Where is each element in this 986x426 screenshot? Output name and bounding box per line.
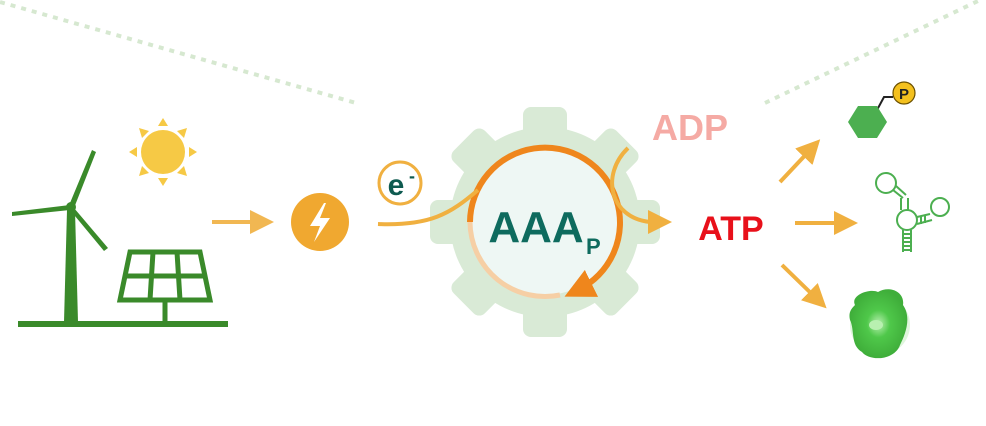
center-subscript: P bbox=[586, 234, 601, 259]
enzyme-core bbox=[472, 149, 618, 295]
center-label: AAA bbox=[488, 203, 583, 252]
adp-label: ADP bbox=[652, 107, 728, 148]
dotted-line-right bbox=[764, 0, 981, 105]
phosphorylated-molecule-icon: P bbox=[848, 81, 916, 138]
electron-badge: e - bbox=[377, 160, 423, 206]
electron-label: e bbox=[388, 169, 405, 202]
ground-line bbox=[18, 321, 228, 327]
arrow-to-protein bbox=[780, 263, 827, 309]
cycle-arrow-fade bbox=[467, 221, 561, 300]
sun-icon bbox=[129, 118, 197, 186]
protein-icon bbox=[849, 289, 910, 359]
rna-structure-icon bbox=[875, 172, 950, 252]
phosphate-label: P bbox=[899, 86, 909, 103]
arrow-to-phosphorylation bbox=[778, 139, 821, 184]
electron-charge: - bbox=[409, 166, 415, 186]
wind-turbine-icon bbox=[12, 150, 108, 322]
cycle-arrow bbox=[467, 144, 623, 297]
lightning-bolt-icon bbox=[291, 193, 349, 251]
solar-panel-icon bbox=[116, 249, 214, 322]
adp-to-atp-arrow bbox=[610, 146, 672, 234]
electron-flow-line bbox=[377, 188, 480, 227]
dotted-line-left bbox=[0, 0, 357, 105]
atp-label: ATP bbox=[698, 210, 763, 248]
